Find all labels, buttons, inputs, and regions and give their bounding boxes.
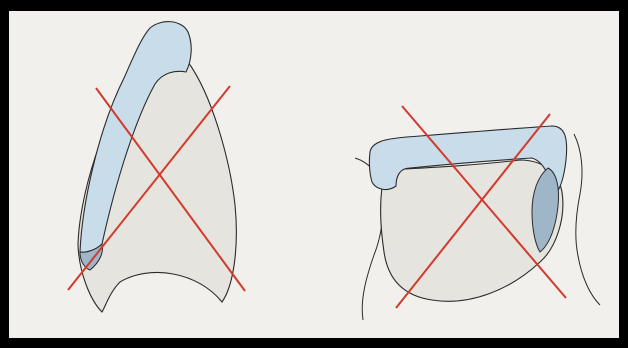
incisor-figure xyxy=(68,22,245,312)
neighbor-contour-right xyxy=(574,134,600,305)
occlusal-figure xyxy=(355,106,600,320)
